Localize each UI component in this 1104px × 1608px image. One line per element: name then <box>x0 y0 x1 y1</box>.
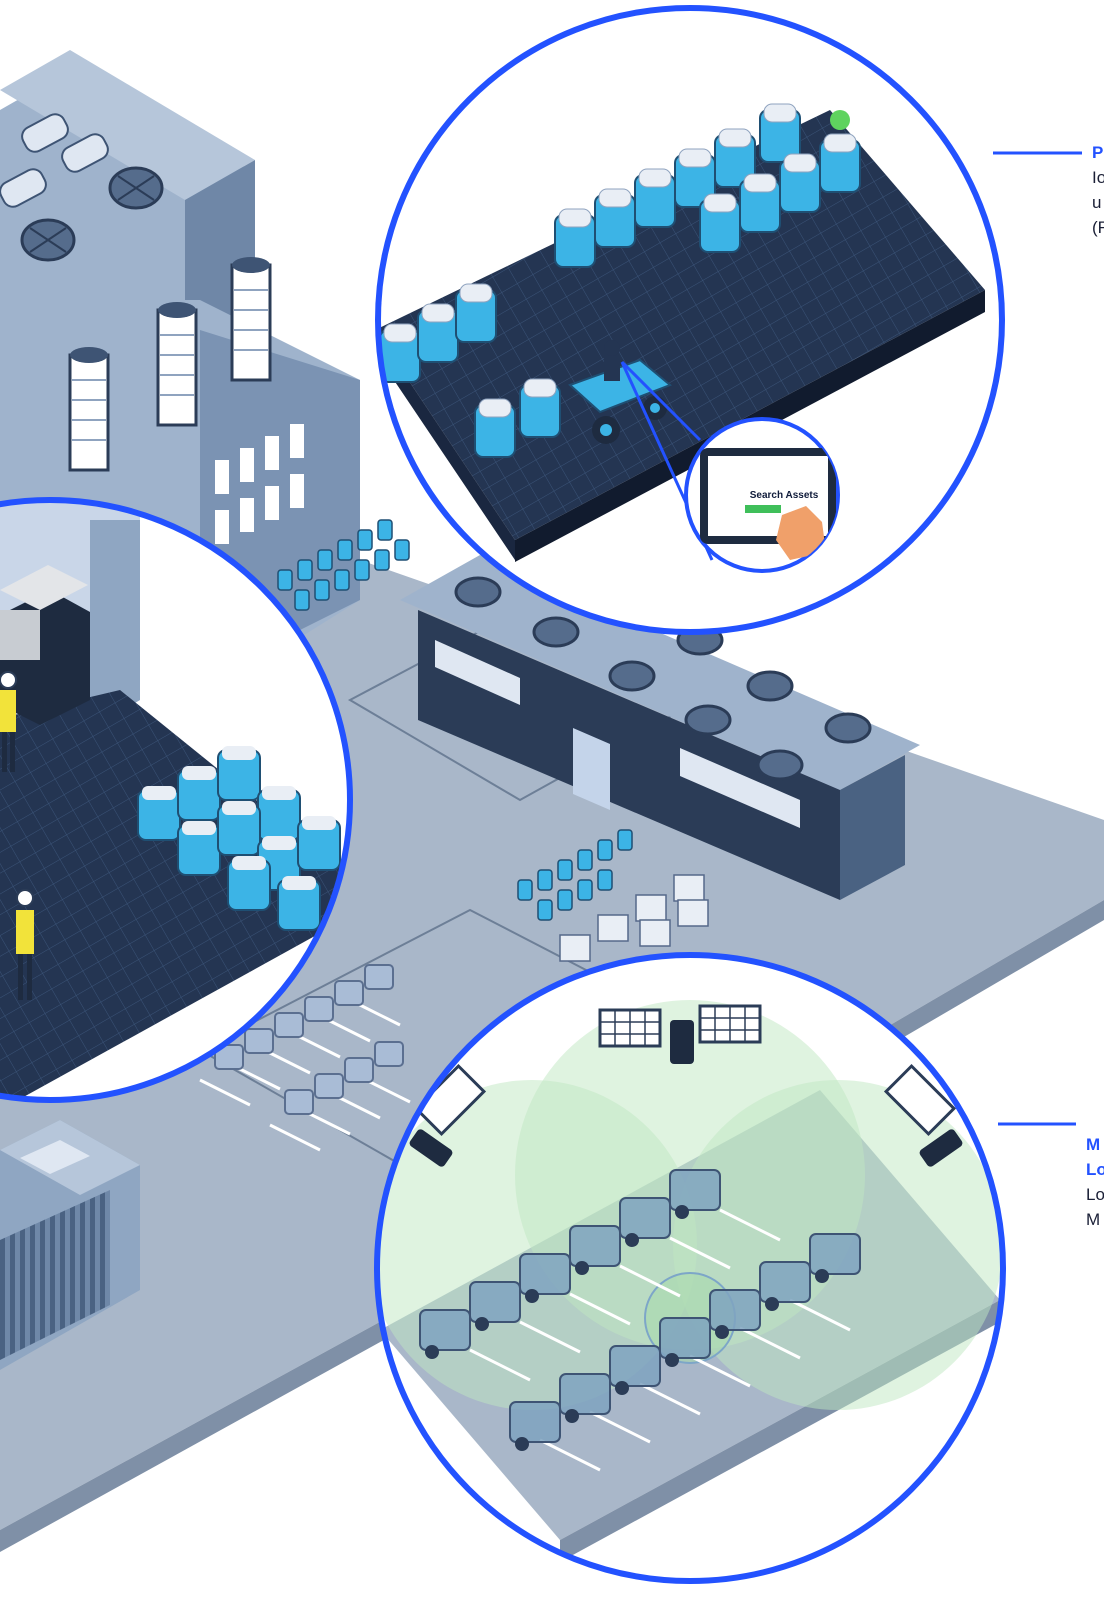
localization-zoom-circle <box>377 955 1003 1581</box>
warehouse <box>0 1120 140 1370</box>
callout-top-line-3: (F <box>1092 218 1104 237</box>
worker-figures <box>0 671 34 1000</box>
callout-top: P Io u (F <box>1092 140 1104 240</box>
right-building <box>400 555 920 900</box>
tablet-screen-text: Search Assets <box>749 490 819 501</box>
solar-anchor-top <box>598 1004 762 1064</box>
machine-cluster-middle <box>517 829 633 921</box>
localization-circle-border <box>374 952 1006 1584</box>
solar-anchor-right <box>883 1063 963 1167</box>
production-zoom-circle <box>378 8 1002 632</box>
machine-cluster-small <box>277 519 410 611</box>
assembly-circle-border <box>0 497 353 1103</box>
server-racks <box>559 874 709 962</box>
solar-anchor-left <box>409 1063 487 1167</box>
cooling-towers <box>68 257 272 472</box>
callout-bottom-line-1: Lo <box>1086 1185 1104 1204</box>
callout-bottom-title-2: Lo <box>1086 1160 1104 1179</box>
parked-forklifts <box>214 964 404 1115</box>
production-machines <box>379 109 861 458</box>
production-circle-border <box>375 5 1005 635</box>
callout-top-line-2: u <box>1092 193 1102 212</box>
callout-top-title: P <box>1092 143 1104 162</box>
forklifts <box>419 1169 861 1443</box>
pointing-hand-icon <box>776 506 826 560</box>
assembly-zoom-circle <box>0 500 350 1100</box>
callout-bottom-title-1: M <box>1086 1135 1101 1154</box>
callout-top-line-1: Io <box>1092 168 1104 187</box>
callout-bottom-line-2: M <box>1086 1210 1101 1229</box>
callout-bottom: M Lo Lo M <box>1086 1132 1104 1232</box>
tablet-search-button <box>745 505 781 513</box>
